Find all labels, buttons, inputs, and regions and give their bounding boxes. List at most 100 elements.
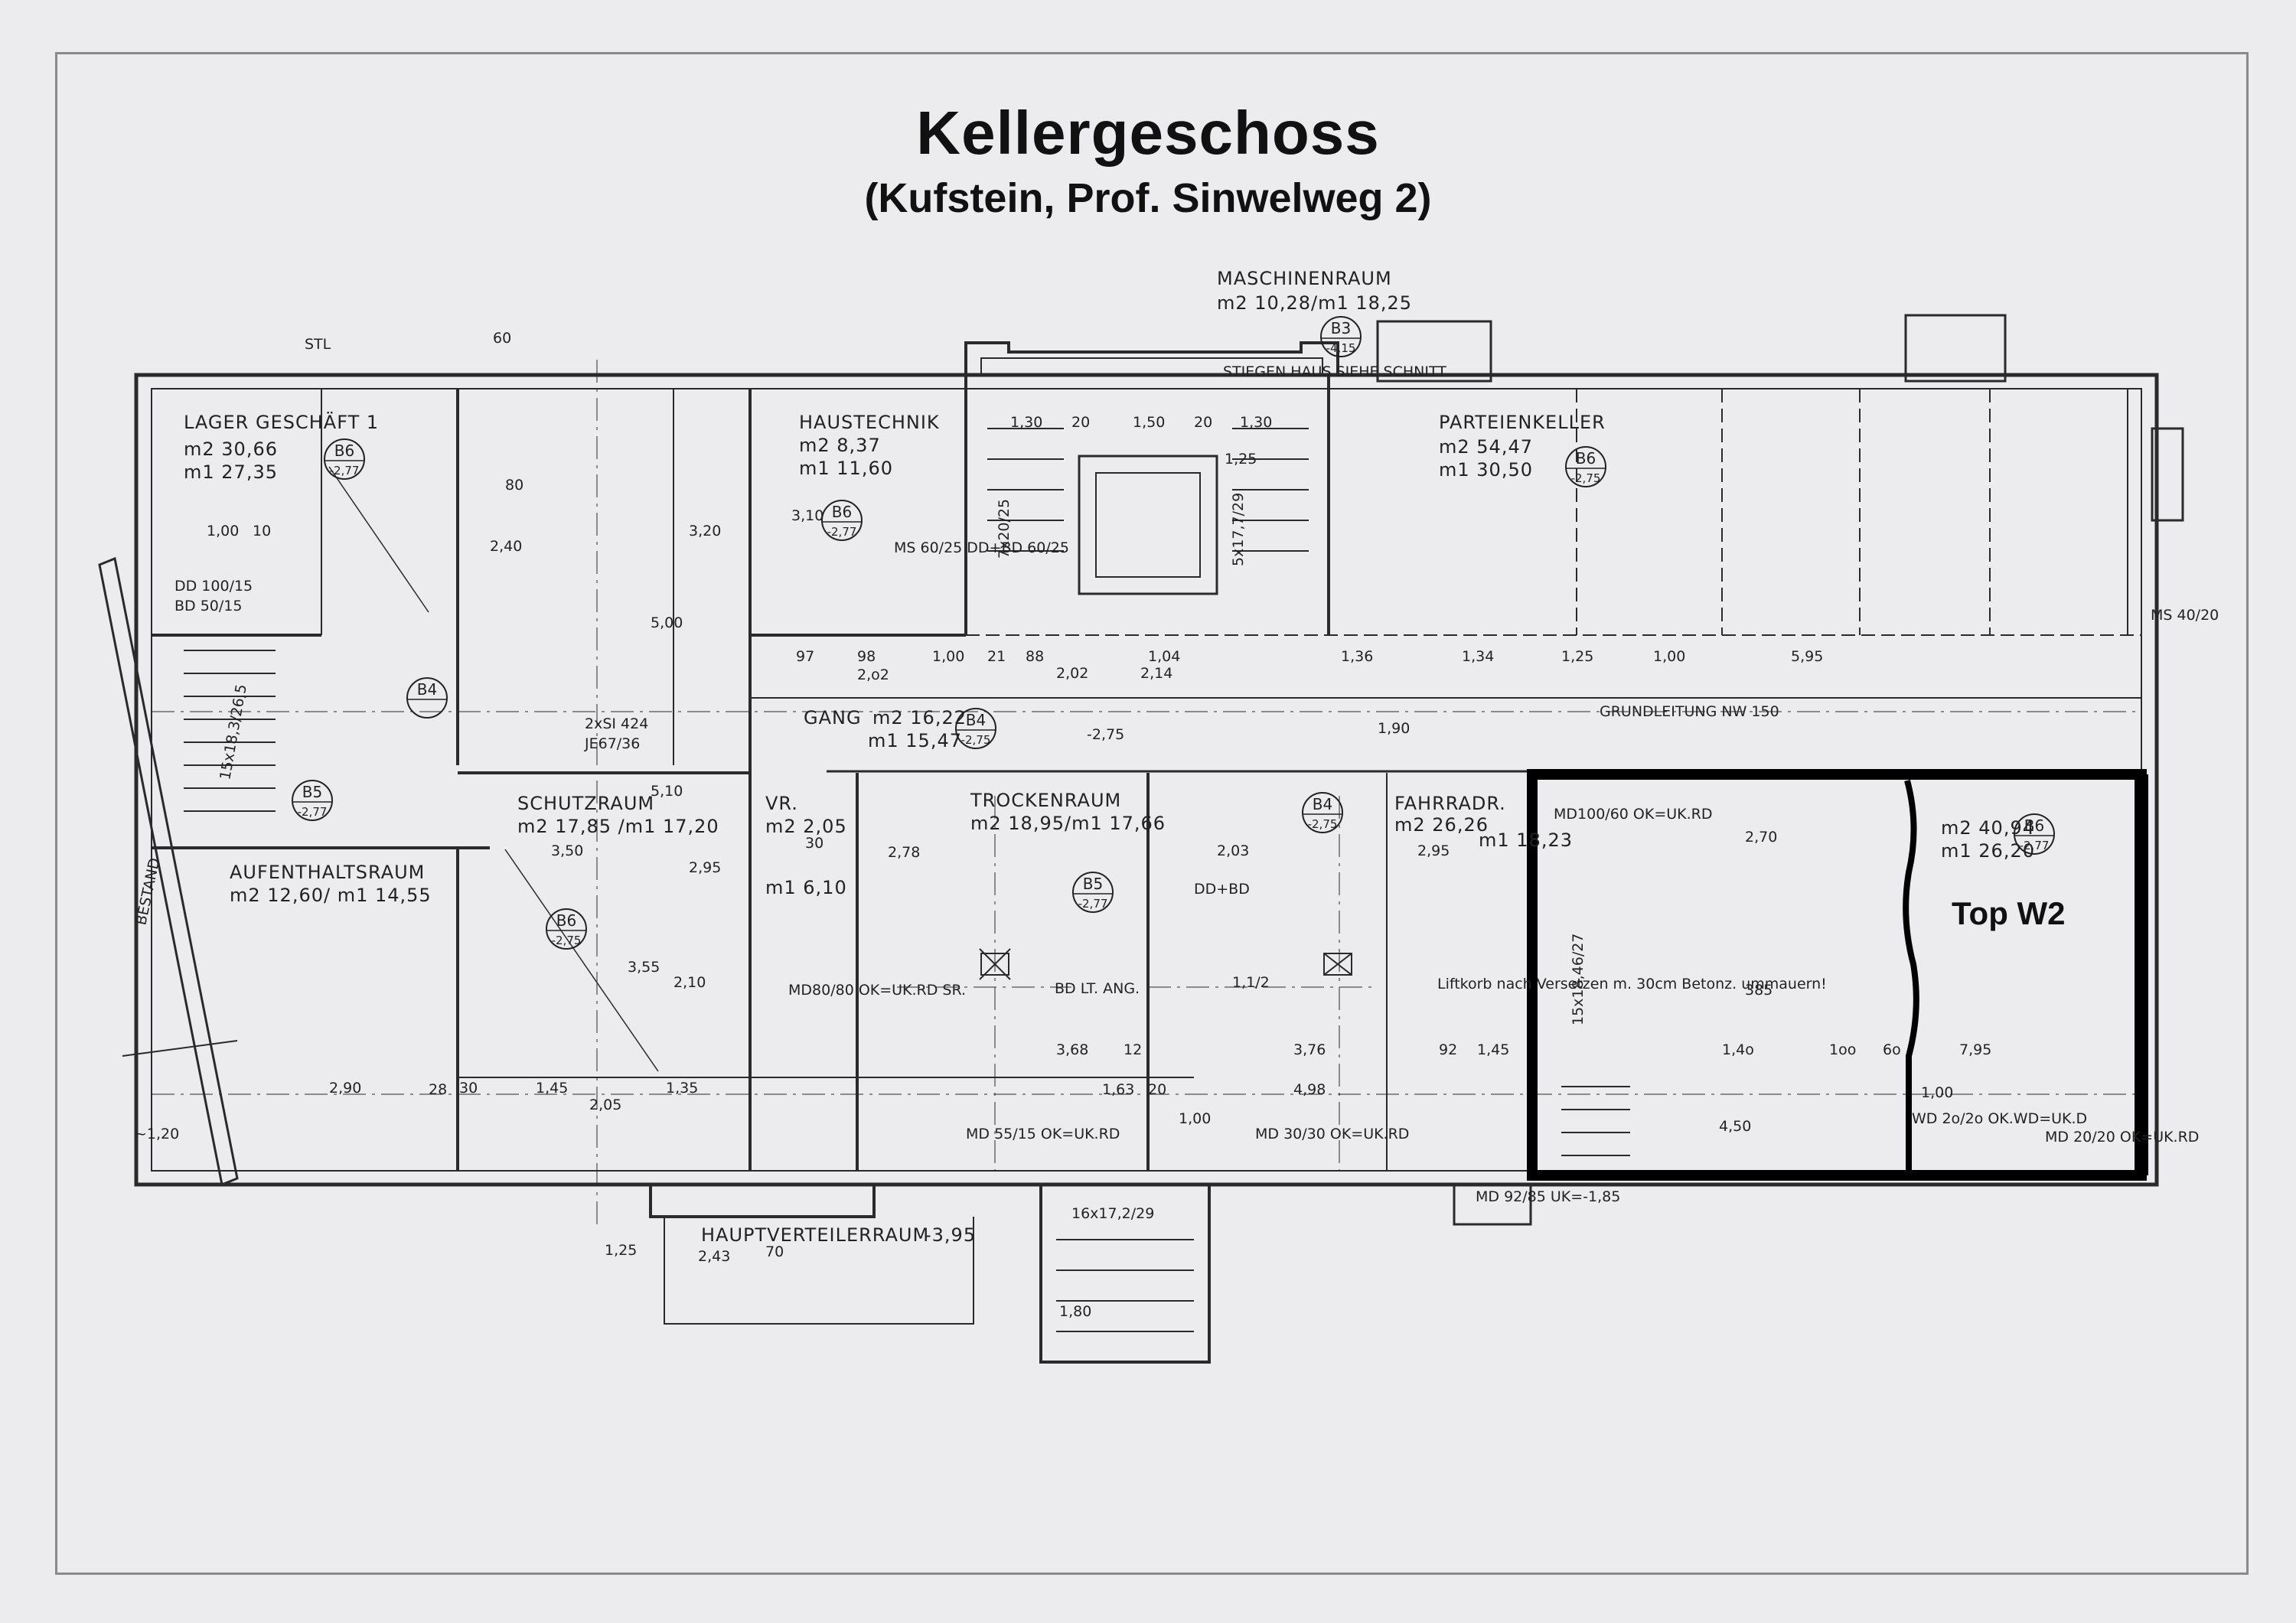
annotation-liftkorb: Liftkorb nach Versetzen m. 30cm Betonz. … (1437, 976, 1827, 992)
dimension-label: 92 (1439, 1041, 1457, 1058)
level-marker: B4 -2,75 (1302, 792, 1343, 833)
dimension-label: 1,04 (1148, 648, 1180, 665)
dimension-label: 20 (1071, 414, 1090, 431)
dimension-label: 2,78 (888, 844, 920, 861)
level-marker: B6-2,75 (1565, 446, 1606, 487)
level-marker-code: B6 (334, 442, 354, 460)
level-marker: B6-2,77 (324, 438, 365, 480)
level-marker-code: B4 (417, 680, 437, 699)
dimension-label: 5,95 (1791, 648, 1823, 665)
dimension-label: 98 (857, 648, 876, 665)
dimension-label: 1,30 (1240, 414, 1272, 431)
level-marker: B6-2,77 (2014, 813, 2055, 855)
level-marker-code: B4 (1313, 795, 1332, 813)
dimension-label: 3,20 (689, 523, 721, 539)
level-marker: B6-2,77 (821, 500, 863, 541)
annotation-bd: BD 50/15 (174, 598, 242, 614)
dimension-label: 2,o2 (857, 666, 889, 683)
level-marker: B4 (406, 677, 448, 719)
annotation-width: ~1,20 (135, 1126, 179, 1142)
room-gang-name: GANG (804, 707, 862, 728)
annotation-bd-trocken: BD LT. ANG. (1055, 980, 1140, 997)
dimension-label: 1,25 (1225, 451, 1257, 468)
annotation-dd: DD 100/15 (174, 578, 253, 595)
level-marker-code: B4 (966, 711, 986, 729)
dimension-label: 97 (796, 648, 814, 665)
dimension-label: 80 (505, 477, 523, 494)
room-vr-m2: m2 2,05 (765, 816, 847, 837)
room-schutz-m2: m2 17,85 /m1 17,20 (517, 816, 719, 837)
room-schutz-name: SCHUTZRAUM (517, 793, 654, 814)
dimension-label: 1,63 (1102, 1081, 1134, 1098)
dimension-label: 60 (493, 330, 511, 347)
dimension-label: 1,36 (1341, 648, 1373, 665)
dimension-label: 1,25 (1561, 648, 1593, 665)
dimension-label: 1,00 (207, 523, 239, 539)
level-marker-level: -2,75 (1308, 817, 1338, 831)
drawing-frame (55, 52, 2249, 1575)
dimension-label: 12 (1124, 1041, 1142, 1058)
unit-label-top-w2: Top W2 (1952, 895, 2066, 931)
annotation-md80: MD80/80 OK=UK.RD SR. (788, 982, 966, 999)
dimension-label: 30 (805, 835, 823, 852)
level-marker-level: -2,77 (2020, 839, 2050, 852)
level-marker: B5-2,77 (292, 780, 333, 821)
room-parteien-name: PARTEIENKELLER (1439, 412, 1606, 433)
level-marker-level: -2,75 (1571, 471, 1601, 485)
room-parteien-m1: m1 30,50 (1439, 459, 1533, 481)
dimension-label: 1,45 (1477, 1041, 1509, 1058)
dimension-label: 1,50 (1133, 414, 1165, 431)
dimension-label: 20 (1194, 414, 1212, 431)
annotation-stiegen: STIEGEN HAUS SIEHE SCHNITT (1223, 363, 1446, 380)
page-title: Kellergeschoss (916, 99, 1380, 167)
level-marker-level: -2,75 (961, 733, 991, 747)
dimension-label: 2,02 (1056, 665, 1088, 682)
stair-label-2: 7x20/25 (996, 499, 1013, 559)
room-parteien-m2: m2 54,47 (1439, 436, 1533, 458)
room-haustechnik-m1: m1 11,60 (799, 458, 893, 479)
dimension-label: 1,30 (1010, 414, 1042, 431)
stair-label-1: 15x18,3/26,5 (217, 683, 250, 781)
dimension-label: 1,34 (1462, 648, 1494, 665)
stair-label-5: 15x18,46/27 (1570, 934, 1587, 1025)
dimension-label: 6o (1883, 1041, 1901, 1058)
level-marker-code: B5 (1083, 875, 1103, 893)
dimension-label: 30 (459, 1080, 478, 1097)
room-fahrrad-name: FAHRRADR. (1394, 793, 1506, 814)
dimension-label: 88 (1026, 648, 1044, 665)
room-lager-m2: m2 30,66 (184, 438, 278, 460)
dimension-label: 2,70 (1745, 829, 1777, 846)
dimension-label: 3,76 (1293, 1041, 1326, 1058)
dimension-label: 4,50 (1719, 1118, 1751, 1135)
level-marker-level: -2,77 (298, 805, 328, 819)
dimension-label: 2,40 (490, 538, 522, 555)
room-gang-m2: m2 16,22 (872, 707, 967, 728)
annotation-je-left: JE67/36 (584, 735, 640, 752)
stair-label-3: 5x17,7/29 (1230, 493, 1247, 566)
room-hauptverteiler-level: -3,95 (925, 1224, 976, 1246)
dimension-label: 2,05 (589, 1097, 621, 1113)
annotation-md-20: MD 20/20 OK=UK.RD (2045, 1129, 2199, 1146)
annotation-md-92: MD 92/85 UK=-1,85 (1476, 1188, 1620, 1205)
dimension-label: 1,80 (1059, 1303, 1091, 1320)
annotation-md100: MD100/60 OK=UK.RD (1554, 806, 1712, 823)
room-haustechnik-m2: m2 8,37 (799, 435, 881, 456)
dimension-label: 2,10 (673, 974, 706, 991)
room-maschinen-m2: m2 10,28/m1 18,25 (1217, 292, 1412, 314)
dimension-label: 5,00 (651, 614, 683, 631)
dimension-label: 3,55 (628, 959, 660, 976)
page-subtitle: (Kufstein, Prof. Sinwelweg 2) (864, 175, 1432, 221)
room-hauptverteiler-name: HAUPTVERTEILERRAUM (701, 1224, 929, 1246)
dimension-label: 1,00 (1179, 1110, 1211, 1127)
dimension-label: 2,14 (1140, 665, 1172, 682)
annotation-level-gang: -2,75 (1087, 726, 1124, 743)
dimension-label: 3,50 (551, 842, 583, 859)
level-marker-code: B3 (1331, 319, 1351, 337)
room-lager-name: LAGER GESCHÄFT 1 (184, 411, 379, 433)
room-fahrrad-m2: m2 26,26 (1394, 814, 1489, 836)
annotation-grundleitung: GRUNDLEITUNG NW 150 (1600, 703, 1779, 720)
dimension-label: 1oo (1829, 1041, 1856, 1058)
dimension-label: 1,35 (666, 1080, 698, 1097)
room-lager-m1: m1 27,35 (184, 461, 278, 483)
